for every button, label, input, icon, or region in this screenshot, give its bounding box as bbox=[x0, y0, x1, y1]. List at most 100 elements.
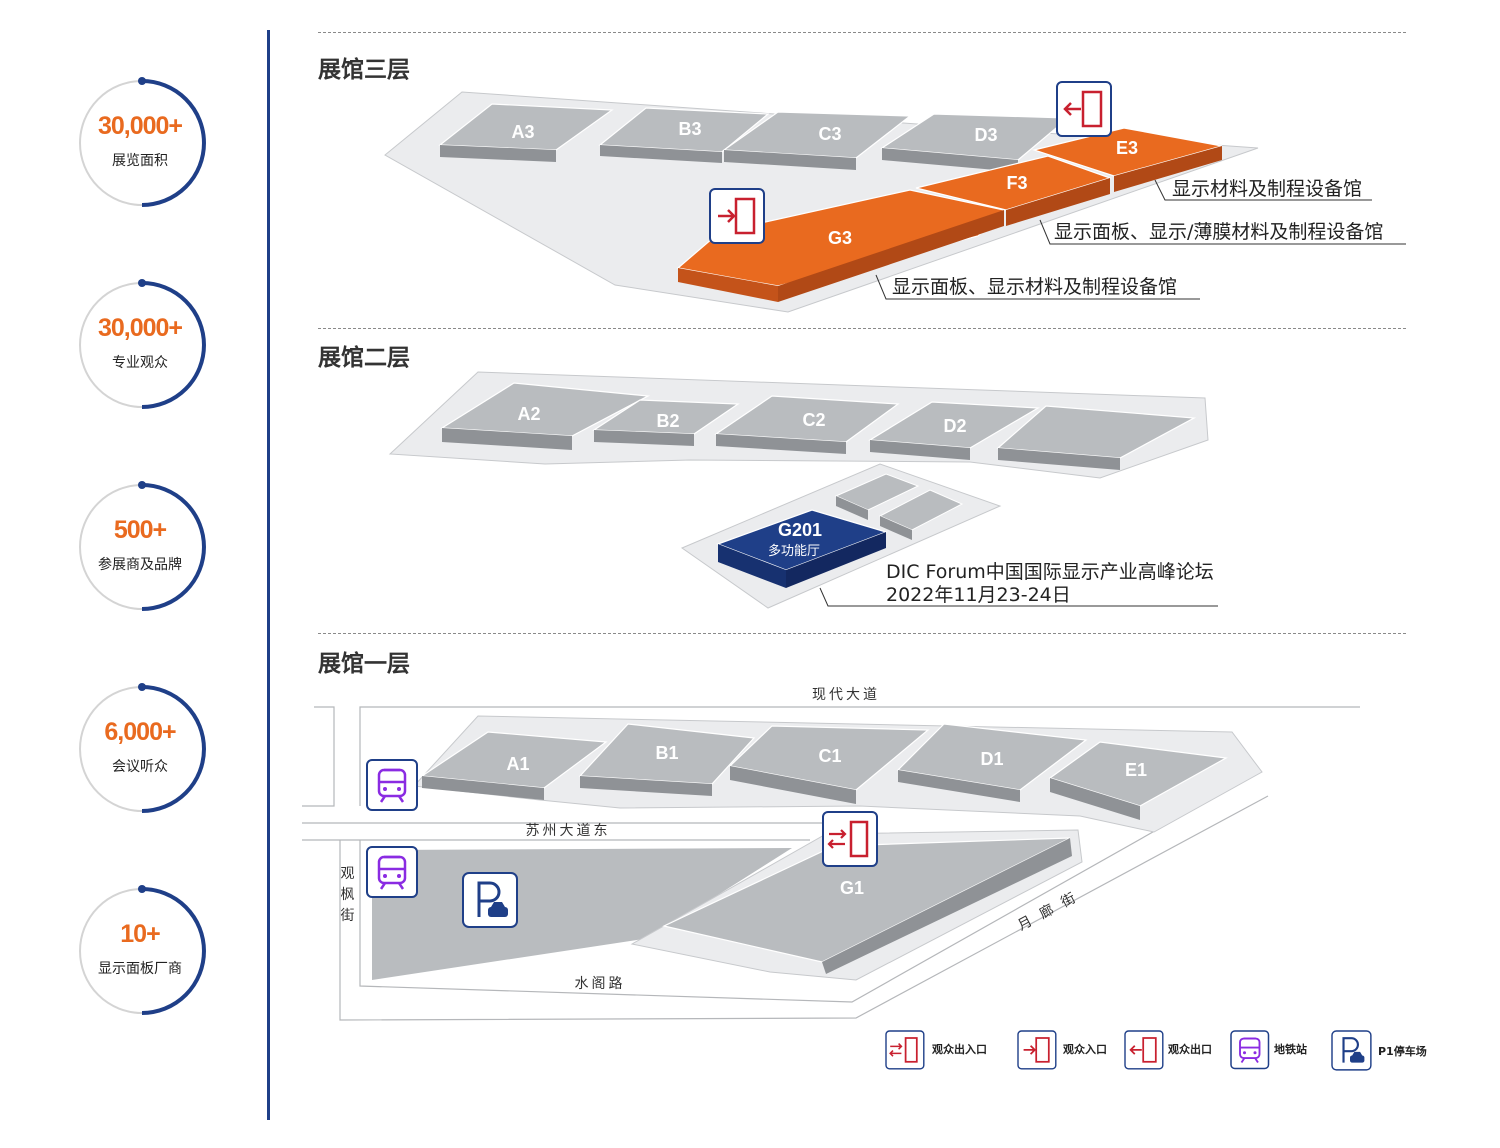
hall-g201-sublabel: 多功能厅 bbox=[768, 543, 820, 559]
divider bbox=[318, 328, 1406, 329]
hall-g201[interactable] bbox=[716, 509, 888, 588]
hall-label: A2 bbox=[517, 404, 540, 424]
road-lines bbox=[302, 706, 1360, 1021]
stat-label: 会议听众 bbox=[112, 759, 168, 775]
hall-d3[interactable] bbox=[880, 113, 1070, 172]
hall-label: E3 bbox=[1116, 138, 1138, 158]
floor-second-map: A2 B2 C2 D2 G201 多功能厅 DIC Forum中国国际显示产业高… bbox=[388, 371, 1218, 609]
hall-label: D3 bbox=[974, 125, 997, 145]
stat-label: 展览面积 bbox=[112, 153, 168, 169]
street-shuige: 水阁路 bbox=[575, 976, 626, 992]
hall-label: B2 bbox=[656, 411, 679, 431]
hall-g201-label: G201 bbox=[778, 520, 822, 540]
metro-icon bbox=[365, 845, 419, 899]
progress-ring bbox=[79, 885, 206, 1015]
metro-icon bbox=[365, 758, 419, 812]
progress-ring bbox=[79, 683, 206, 813]
hall-c2[interactable] bbox=[714, 395, 900, 454]
hall-c3[interactable] bbox=[722, 111, 912, 170]
hall-a2[interactable] bbox=[440, 382, 651, 450]
hall-d1[interactable] bbox=[896, 723, 1088, 802]
exit-icon bbox=[1124, 1030, 1164, 1070]
legend-label: P1停车场 bbox=[1378, 1044, 1427, 1058]
metro-icon bbox=[1230, 1030, 1270, 1070]
legend-item: 观众出口 bbox=[1124, 1030, 1212, 1070]
hall-e2[interactable] bbox=[996, 405, 1197, 470]
hall-b3[interactable] bbox=[598, 107, 770, 163]
hall-g1[interactable] bbox=[662, 837, 1072, 974]
hall-label: F3 bbox=[1006, 173, 1027, 193]
divider bbox=[318, 32, 1406, 33]
stat-number: 30,000+ bbox=[97, 314, 183, 342]
floor-first-map: A1 B1 C1 D1 E1 G1 现代大道 苏州大道东 观 枫 街 水阁路 月… bbox=[302, 687, 1360, 1021]
annotation-text: 显示材料及制程设备馆 bbox=[1172, 178, 1362, 200]
annotation-text: 显示面板、显示材料及制程设备馆 bbox=[892, 276, 1177, 298]
entrance-icon bbox=[708, 187, 766, 245]
legend-label: 观众入口 bbox=[1063, 1042, 1107, 1056]
street-xiandai: 现代大道 bbox=[812, 687, 880, 703]
hall-label: E1 bbox=[1125, 760, 1147, 780]
hall-label: A3 bbox=[511, 122, 534, 142]
hall-d2[interactable] bbox=[868, 401, 1041, 460]
hall-c1[interactable] bbox=[728, 725, 930, 804]
stat-label: 参展商及品牌 bbox=[98, 557, 182, 573]
street-guanfeng: 观 bbox=[341, 866, 358, 882]
stat-number: 30,000+ bbox=[97, 112, 183, 140]
hall-label: D1 bbox=[980, 749, 1003, 769]
hall-label: C2 bbox=[802, 410, 825, 430]
stat-label: 专业观众 bbox=[112, 355, 168, 371]
legend: 观众出入口 观众入口 观众出口 地铁站 P1停车场 bbox=[885, 1029, 1427, 1071]
hall-label: D2 bbox=[943, 416, 966, 436]
legend-item: 地铁站 bbox=[1230, 1030, 1307, 1070]
parking-icon bbox=[461, 871, 519, 929]
stat-exhibitors: 500+ 参展商及品牌 bbox=[75, 480, 209, 614]
legend-item: 观众出入口 bbox=[885, 1030, 987, 1070]
floor-third-map: A3 B3 C3 D3 E3 F3 G3 显示材料及制程设备馆 显示面板、显示/… bbox=[384, 80, 1406, 313]
forum-title: DIC Forum中国国际显示产业高峰论坛 bbox=[886, 561, 1214, 583]
hall-e1[interactable] bbox=[1048, 741, 1228, 820]
street-suzhou: 苏州大道东 bbox=[526, 823, 611, 839]
stats-column: 30,000+ 展览面积 30,000+ 专业观众 500+ 参展商及品牌 6,… bbox=[0, 0, 270, 1148]
stat-panel-makers: 10+ 显示面板厂商 bbox=[75, 884, 209, 1018]
hall-label: C3 bbox=[818, 124, 841, 144]
hall-label: B3 bbox=[678, 119, 701, 139]
vertical-separator bbox=[267, 30, 270, 1120]
stat-visitors: 30,000+ 专业观众 bbox=[75, 278, 209, 412]
hall-f3[interactable] bbox=[915, 155, 1112, 226]
progress-ring bbox=[79, 77, 206, 207]
stat-conference: 6,000+ 会议听众 bbox=[75, 682, 209, 816]
entrance-exit-icon bbox=[885, 1030, 925, 1070]
forum-date: 2022年11月23-24日 bbox=[886, 584, 1071, 606]
hall-g201-annex bbox=[834, 473, 964, 540]
street-yuelang: 月 廊 街 bbox=[1015, 888, 1081, 934]
hall-b2[interactable] bbox=[592, 399, 740, 446]
stat-number: 10+ bbox=[120, 920, 160, 948]
progress-ring bbox=[79, 481, 206, 611]
stat-label: 显示面板厂商 bbox=[98, 961, 182, 977]
floor-title-third: 展馆三层 bbox=[318, 57, 410, 83]
hall-label: G1 bbox=[840, 878, 864, 898]
hall-a1[interactable] bbox=[420, 731, 608, 800]
legend-label: 观众出口 bbox=[1168, 1042, 1212, 1056]
exit-icon bbox=[1055, 80, 1113, 138]
floor-title-second: 展馆二层 bbox=[318, 345, 410, 371]
hall-b1[interactable] bbox=[578, 723, 756, 796]
hall-label: A1 bbox=[506, 754, 529, 774]
legend-label: 地铁站 bbox=[1274, 1042, 1307, 1056]
hall-a3[interactable] bbox=[438, 103, 614, 162]
progress-ring bbox=[79, 279, 206, 409]
entrance-icon bbox=[1017, 1030, 1057, 1070]
street-guanfeng: 街 bbox=[341, 908, 358, 924]
legend-item: P1停车场 bbox=[1330, 1029, 1427, 1071]
hall-label: G3 bbox=[828, 228, 852, 248]
parking-icon bbox=[1330, 1029, 1372, 1071]
entrance-exit-icon bbox=[821, 810, 879, 868]
floor-title-first: 展馆一层 bbox=[318, 651, 410, 677]
stat-number: 6,000+ bbox=[104, 718, 176, 746]
hall-label: C1 bbox=[818, 746, 841, 766]
stat-exhibition-area: 30,000+ 展览面积 bbox=[75, 76, 209, 210]
street-guanfeng: 枫 bbox=[341, 887, 358, 903]
annotation-text: 显示面板、显示/薄膜材料及制程设备馆 bbox=[1054, 221, 1383, 243]
legend-label: 观众出入口 bbox=[932, 1042, 987, 1056]
